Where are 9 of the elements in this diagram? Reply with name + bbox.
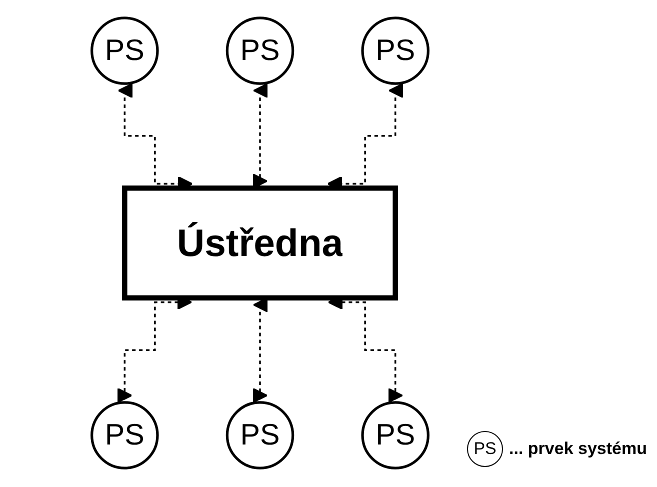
node-circle: PS [90,401,159,470]
legend-circle-label: PS [467,431,504,467]
node-circle: PS [226,16,294,85]
node-circle: PS [361,16,430,85]
node-circle: PS [226,401,294,470]
legend-text: ... prvek systému [509,439,647,459]
node-circle: PS [90,16,159,85]
node-box: Ústředna [122,186,398,300]
node-circle: PS [361,401,430,470]
